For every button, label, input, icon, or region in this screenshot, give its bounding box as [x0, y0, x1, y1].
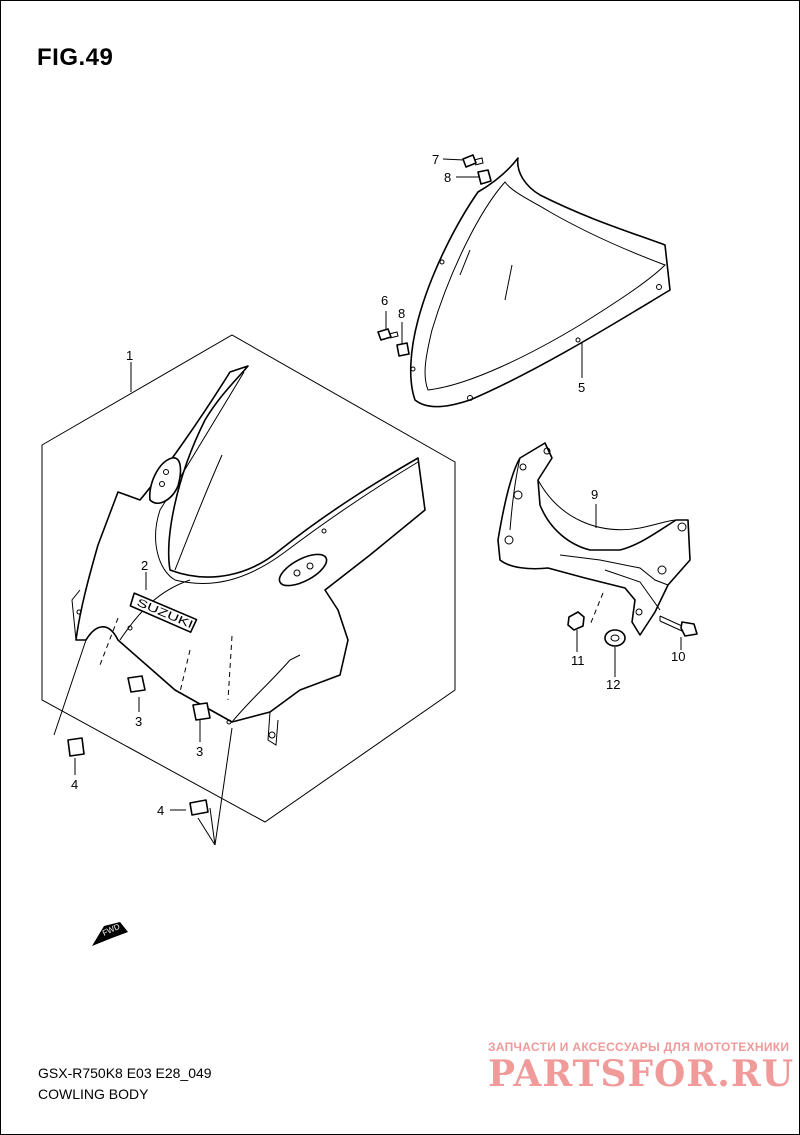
well-nut-part-8a [477, 169, 492, 185]
callout-part-9: 9 [591, 487, 598, 502]
windscreen-part [409, 157, 671, 408]
watermark-logo: PARTSFOR.RU [488, 1053, 795, 1095]
callout-part-10: 10 [671, 649, 685, 664]
forward-direction-arrow: FWD [92, 922, 128, 946]
callout-part-5: 5 [578, 380, 585, 395]
cushion-part-4b [189, 799, 209, 816]
callout-part-12: 12 [606, 677, 620, 692]
nut-part-11 [567, 611, 585, 631]
callout-part-3a: 3 [135, 714, 142, 729]
callout-part-6: 6 [381, 293, 388, 308]
callout-part-4a: 4 [71, 777, 78, 792]
callout-part-7: 7 [432, 152, 439, 167]
watermark-tagline: ЗАПЧАСТИ И АКСЕССУАРЫ ДЛЯ МОТОТЕХНИКИ [488, 1040, 790, 1054]
watermark: ЗАПЧАСТИ И АКСЕССУАРЫ ДЛЯ МОТОТЕХНИКИ PA… [488, 1040, 795, 1095]
part-1-group-box [41, 334, 456, 823]
callout-part-1: 1 [126, 348, 133, 363]
screw-part-6 [377, 328, 399, 341]
well-nut-part-8b [396, 342, 410, 357]
callout-part-8b: 8 [398, 306, 405, 321]
callout-part-2: 2 [141, 558, 148, 573]
callout-part-11: 11 [571, 653, 585, 668]
washer-part-12 [604, 629, 626, 647]
callout-part-8a: 8 [444, 170, 451, 185]
callout-part-3b: 3 [196, 744, 203, 759]
upper-cowling-part [71, 365, 426, 746]
cushion-part-4a [67, 737, 85, 757]
screw-part-7 [462, 154, 484, 168]
cushion-part-3b [192, 702, 211, 721]
section-name: COWLING BODY [38, 1086, 149, 1102]
cushion-part-3a [127, 675, 146, 693]
bolt-part-10 [659, 615, 698, 637]
cowling-bracket-part [497, 442, 691, 636]
model-code: GSX-R750K8 E03 E28_049 [38, 1065, 212, 1081]
figure-title: FIG.49 [37, 44, 114, 71]
callout-part-4b: 4 [157, 803, 164, 818]
